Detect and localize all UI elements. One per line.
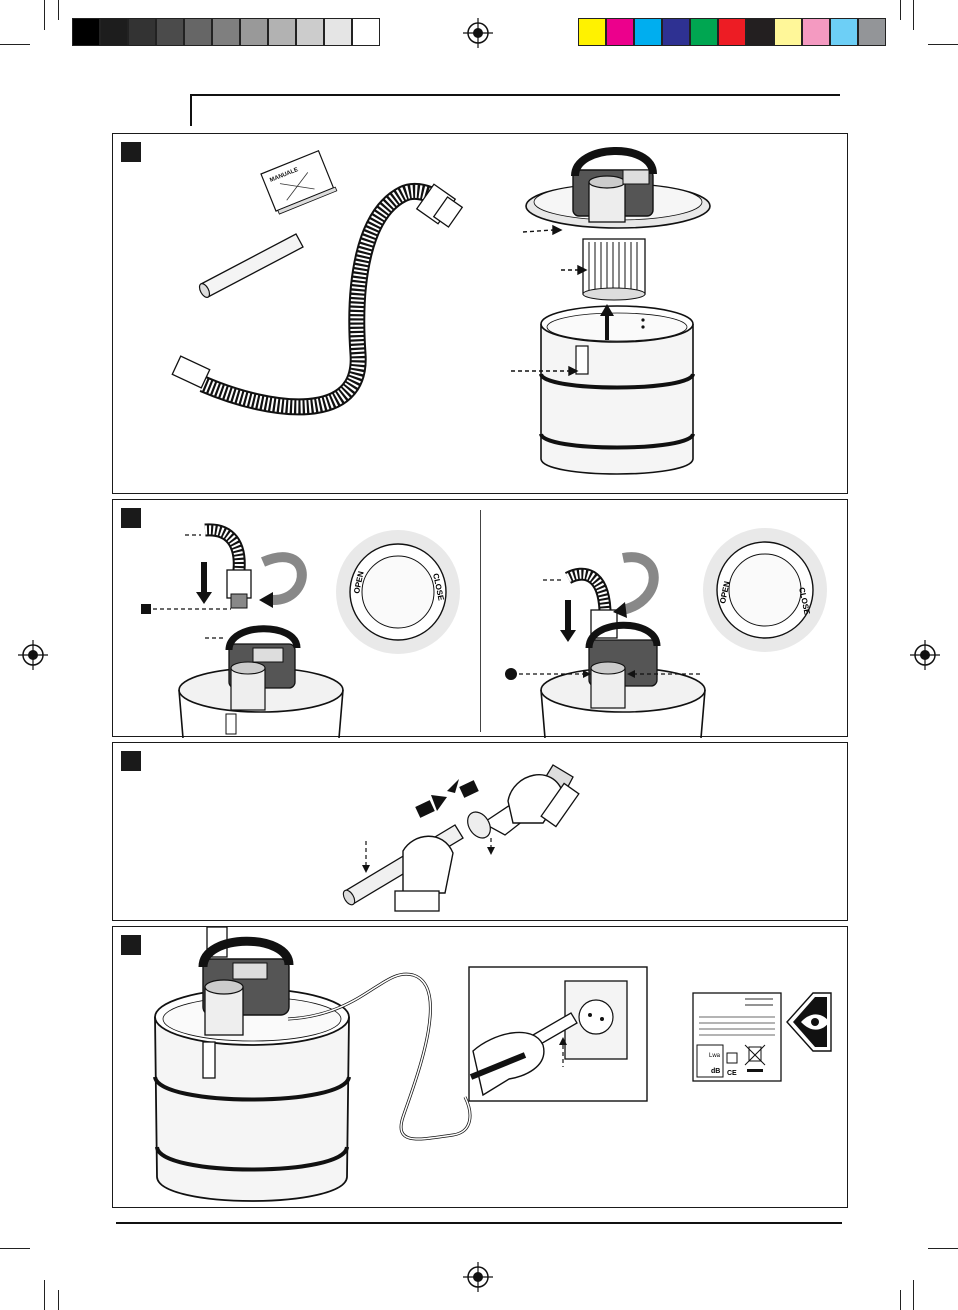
color-swatch [72, 18, 100, 46]
footer-rule [116, 1222, 842, 1224]
db-label: dB [711, 1068, 720, 1075]
color-swatch [830, 18, 858, 46]
color-swatch [352, 18, 380, 46]
color-swatch [774, 18, 802, 46]
bayonet-dial: OPEN CLOSE [336, 530, 460, 654]
color-swatch [128, 18, 156, 46]
ce-mark-icon: CE [727, 1070, 737, 1077]
rating-plate: Lwa dB CE [693, 993, 781, 1081]
contents-illustration: MANUALE [113, 134, 849, 495]
color-swatch [746, 18, 774, 46]
color-swatch [690, 18, 718, 46]
extension-tube [197, 234, 303, 299]
lwa-label: Lwa [709, 1053, 721, 1059]
hose-attach-illustration: OPEN CLOSE OPEN CLOSE [113, 500, 849, 738]
registration-mark-icon [18, 640, 48, 670]
color-swatch [100, 18, 128, 46]
color-swatch [240, 18, 268, 46]
panel-tube-assembly [112, 742, 848, 921]
flexible-hose [172, 184, 462, 407]
manual-booklet: MANUALE [261, 150, 337, 215]
color-swatch [662, 18, 690, 46]
color-swatch [718, 18, 746, 46]
color-swatch [184, 18, 212, 46]
panel-power-connection: Lwa dB CE [112, 926, 848, 1208]
color-swatch [324, 18, 352, 46]
registration-mark-icon [910, 640, 940, 670]
color-swatch [858, 18, 886, 46]
ash-drum [541, 306, 693, 474]
color-swatch [212, 18, 240, 46]
rotate-arrow [263, 557, 302, 600]
plug-inset [469, 967, 647, 1101]
panel-hose-attach: OPEN CLOSE OPEN CLOSE [112, 499, 848, 737]
bayonet-dial: OPEN CLOSE [703, 528, 827, 652]
color-swatch [296, 18, 324, 46]
color-swatch [634, 18, 662, 46]
motor-lid [526, 151, 710, 300]
color-swatch [268, 18, 296, 46]
color-swatch [156, 18, 184, 46]
registration-mark-icon [463, 18, 493, 48]
color-swatch [802, 18, 830, 46]
power-connection-illustration: Lwa dB CE [113, 927, 849, 1209]
color-swatch [578, 18, 606, 46]
color-swatch [606, 18, 634, 46]
panel-contents: MANUALE [112, 133, 848, 494]
registration-mark-icon [463, 1262, 493, 1292]
tube-assembly-illustration [113, 743, 849, 922]
eye-icon [787, 993, 831, 1051]
